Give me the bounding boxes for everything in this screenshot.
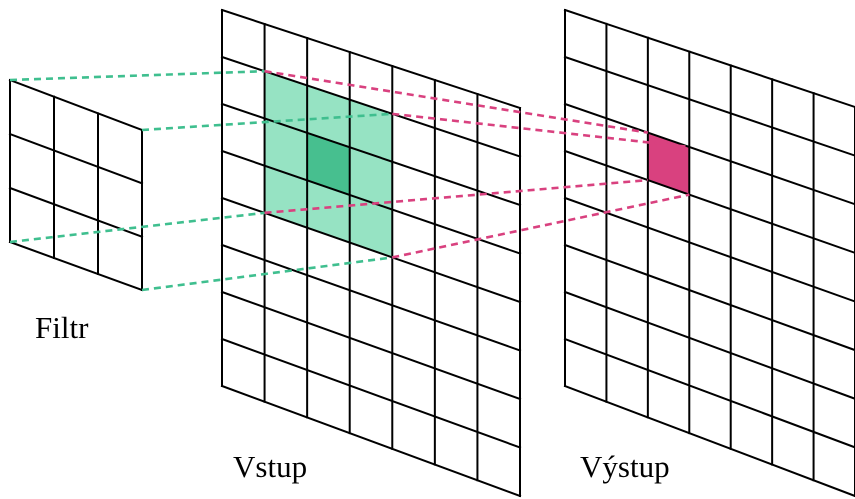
input-to-output-connector (264, 178, 648, 215)
filter-grid (8, 78, 144, 292)
output-grid-row-line (563, 102, 855, 206)
input-to-output-connector (392, 112, 690, 149)
filter-to-input-connector (9, 211, 265, 244)
output-grid-row-line (563, 149, 855, 254)
filter-grid-row-line (8, 78, 144, 132)
filter-label: Filtr (35, 310, 89, 345)
output-grid-row-line (563, 8, 855, 109)
output-grid-row-line (563, 290, 855, 400)
output-grid-row-line (563, 384, 855, 498)
filter-to-input-connector (9, 69, 265, 82)
input-grid-row-line (220, 196, 522, 304)
output-grid (563, 8, 855, 498)
input-to-output-connector (392, 193, 690, 259)
output-result-cell (647, 132, 690, 195)
input-grid-row-line (220, 337, 522, 449)
input-grid-row-line (220, 8, 522, 110)
filter-to-input-connector (141, 112, 393, 132)
input-grid-row-line (220, 55, 522, 158)
input-grid-row-line (220, 290, 522, 401)
input-grid-row-line (220, 149, 522, 255)
output-grid-row-line (563, 196, 855, 303)
highlight-layer (264, 71, 690, 258)
filter-to-input-connector (141, 256, 393, 292)
grid-layer (8, 8, 855, 498)
input-center-cell (307, 132, 350, 195)
input-grid-row-line (220, 243, 522, 352)
output-grid-row-line (563, 55, 855, 157)
filter-grid-row-line (8, 240, 144, 292)
input-grid (220, 8, 522, 498)
output-grid-row-line (563, 243, 855, 352)
input-to-output-connector (264, 69, 649, 134)
input-label: Vstup (233, 449, 307, 484)
output-label: Výstup (580, 449, 670, 484)
filter-grid-row-line (8, 132, 144, 185)
input-grid-row-line (220, 384, 522, 498)
output-grid-row-line (563, 337, 855, 449)
input-grid-row-line (220, 102, 522, 207)
connector-layer (9, 69, 690, 292)
